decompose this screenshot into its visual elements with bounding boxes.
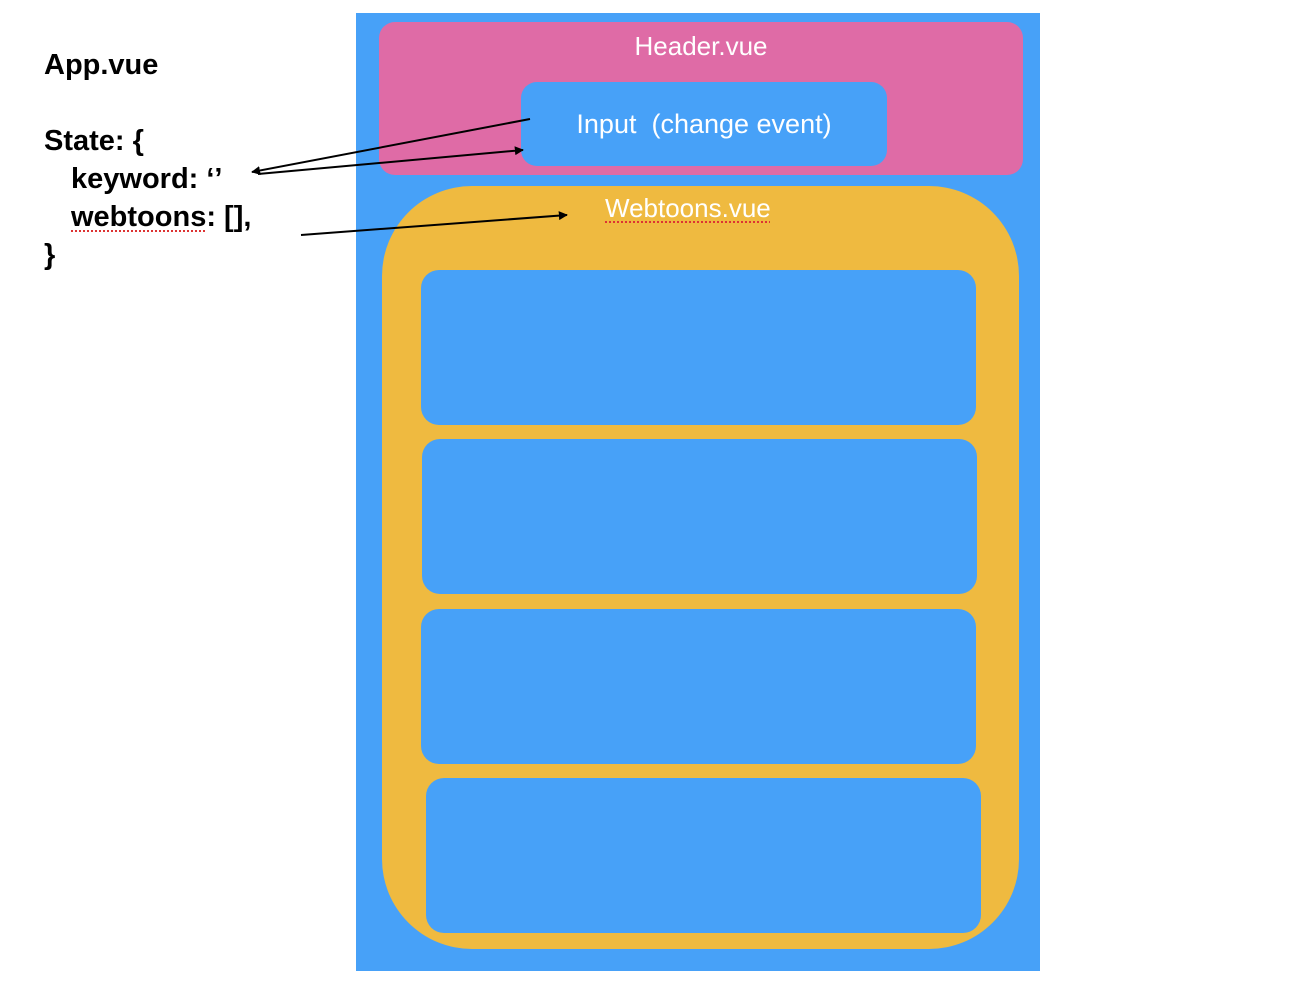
webtoon-card [422, 439, 977, 594]
app-state-panel: App.vue State: { keyword: ‘’ webtoons: [… [44, 46, 251, 274]
state-webtoons-key: webtoons [71, 201, 207, 233]
state-close: } [44, 239, 56, 271]
input-component: Input (change event) [521, 82, 887, 166]
state-webtoons-value: : [], [206, 201, 252, 233]
state-webtoons: webtoons: [], [44, 198, 251, 236]
webtoon-card [421, 270, 976, 425]
webtoon-card [421, 609, 976, 764]
webtoons-component-label: Webtoons.vue [605, 193, 771, 223]
header-component-label: Header.vue [634, 31, 768, 61]
webtoon-card [426, 778, 981, 933]
state-keyword: keyword: ‘’ [71, 163, 223, 195]
state-open: State: { [44, 125, 144, 157]
app-title: App.vue [44, 49, 159, 81]
